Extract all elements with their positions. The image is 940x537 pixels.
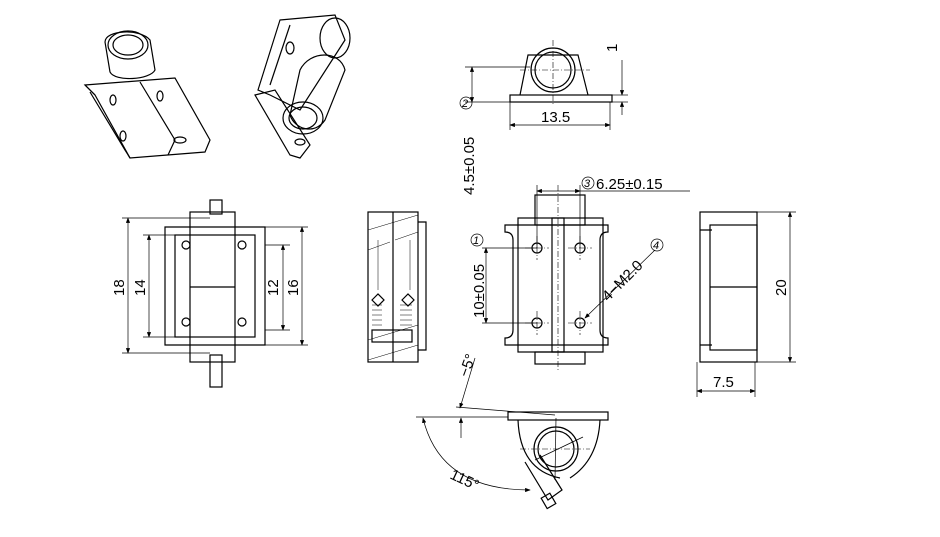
front-view-holes: 3 6.25±0.15 10±0.05 1 4−M2.0 4 xyxy=(470,176,690,370)
section-view xyxy=(367,211,427,363)
dim-plate-outer: 16 xyxy=(285,279,302,296)
dim-height: 4.5±0.05 xyxy=(461,137,478,195)
angle-back: −5° xyxy=(456,352,480,380)
rotation-view: −5° 115° xyxy=(416,352,609,510)
dim-hole-spacing: 10±0.05 xyxy=(471,264,488,318)
dim-hole-pitch: 6.25±0.15 xyxy=(596,176,663,193)
top-end-view: 1 13.5 4.5±0.05 2 xyxy=(459,40,628,195)
dim-width: 13.5 xyxy=(541,109,570,126)
right-side-view: 20 7.5 xyxy=(696,211,796,397)
callout-1: 1 xyxy=(473,235,479,247)
isometric-view-open xyxy=(254,14,351,159)
callout-3: 3 xyxy=(584,178,591,190)
dim-inner: 14 xyxy=(132,279,149,296)
callout-2: 2 xyxy=(461,98,468,110)
dim-depth: 7.5 xyxy=(713,374,734,391)
callout-4: 4 xyxy=(653,240,659,252)
dim-overall: 18 xyxy=(111,279,128,296)
left-front-view: 18 14 12 16 xyxy=(111,199,308,388)
isometric-view-closed xyxy=(83,30,211,159)
angle-open: 115° xyxy=(447,466,481,494)
dim-thickness: 1 xyxy=(604,44,621,52)
dim-height: 20 xyxy=(773,279,790,296)
dim-plate: 12 xyxy=(265,279,282,296)
thread-note: 4−M2.0 xyxy=(599,257,647,305)
